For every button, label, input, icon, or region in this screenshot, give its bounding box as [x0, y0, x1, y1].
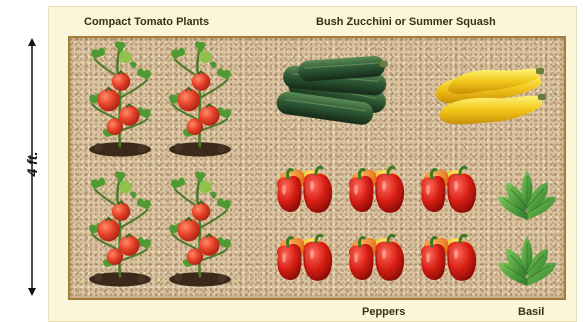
- bell-pepper-icon: [418, 232, 482, 284]
- basil-icon: [496, 232, 558, 290]
- bell-pepper-icon: [346, 164, 410, 216]
- bell-pepper-icon: [274, 232, 338, 284]
- tomato-plant-icon: [164, 168, 236, 290]
- bell-pepper-icon: [274, 164, 338, 216]
- bell-pepper-icon: [418, 164, 482, 216]
- label-tomatoes: Compact Tomato Plants: [84, 16, 209, 28]
- tomato-plant-icon: [84, 168, 156, 290]
- label-zucchini: Bush Zucchini or Summer Squash: [316, 16, 496, 28]
- tomato-plant-icon: [84, 38, 156, 160]
- bell-pepper-icon: [346, 232, 410, 284]
- label-basil: Basil: [518, 306, 544, 318]
- yellow-squash-icon: [428, 60, 548, 132]
- dimension-label: 4 ft.: [22, 140, 42, 188]
- zucchini-icon: [272, 56, 396, 132]
- tomato-plant-icon: [164, 38, 236, 160]
- basil-icon: [496, 166, 558, 224]
- label-peppers: Peppers: [362, 306, 405, 318]
